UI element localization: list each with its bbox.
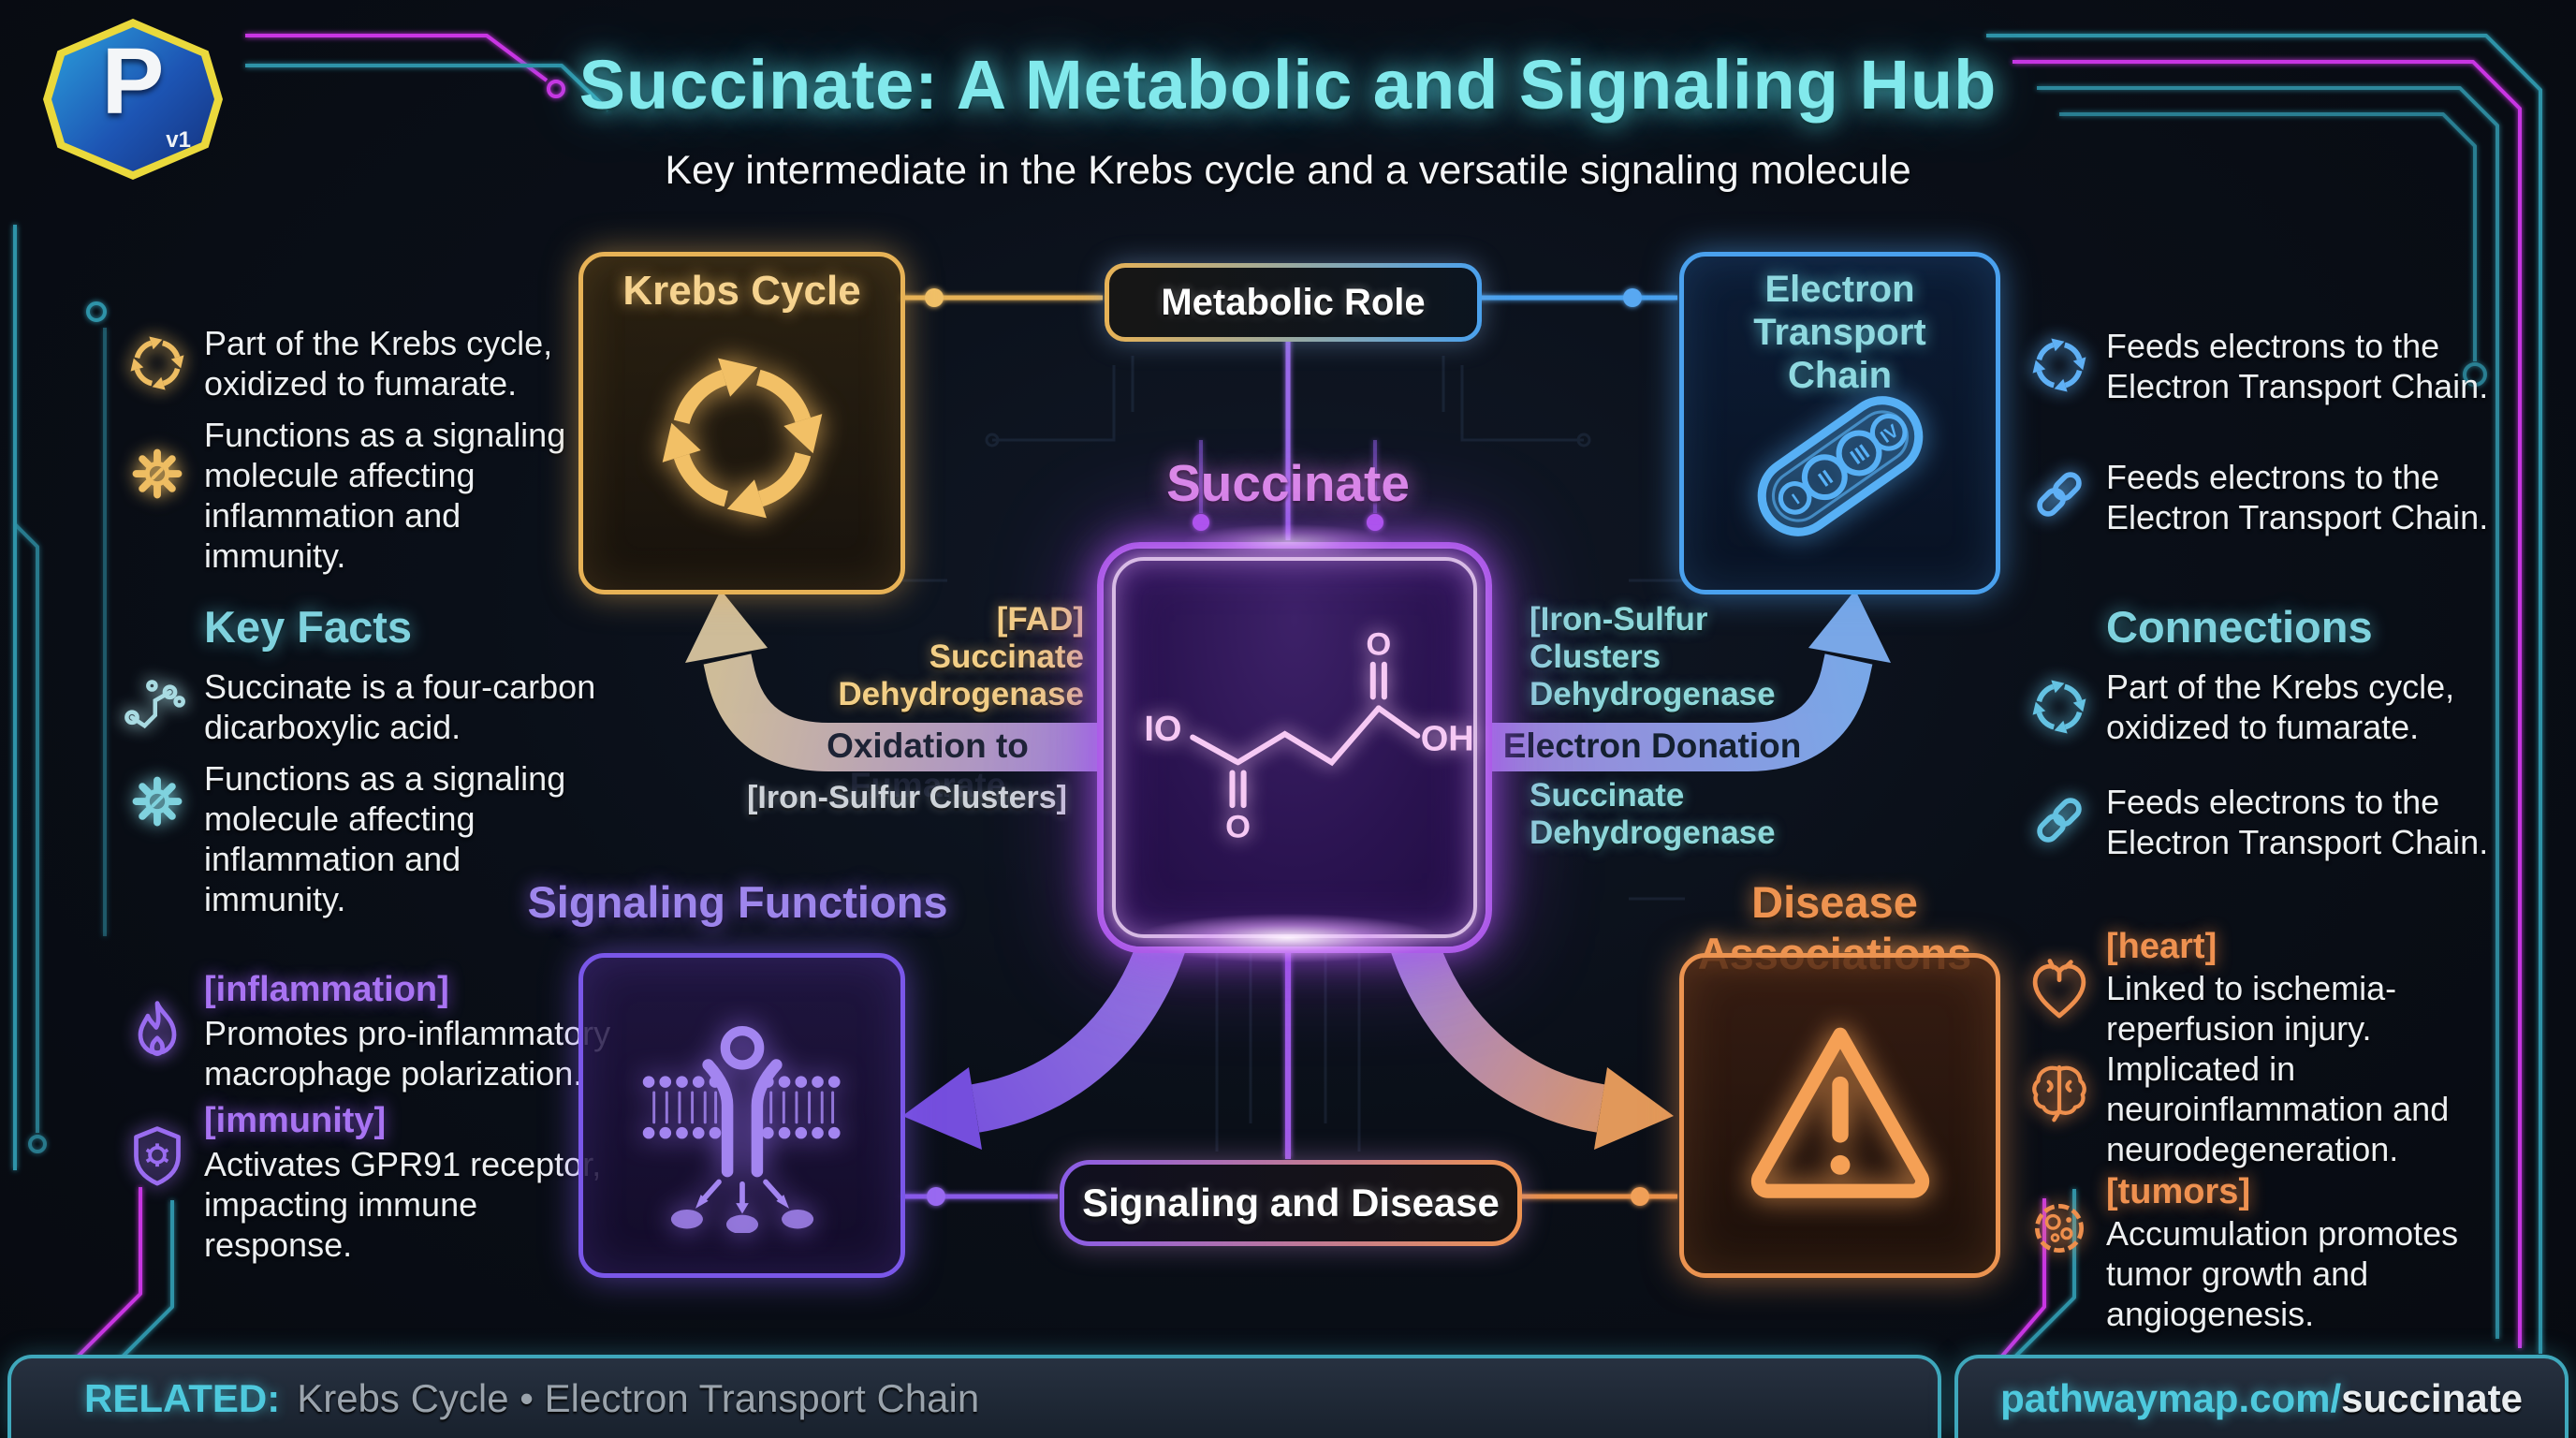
right-intro-item-text: Feeds electrons to the Electron Transpor…	[2106, 327, 2489, 405]
url-bar: pathwaymap.com/ succinate	[1954, 1355, 2569, 1438]
fad-label: [FAD]	[996, 601, 1084, 638]
inflammation-text: Promotes pro-inflammatory macrophage pol…	[204, 1014, 611, 1093]
immunity-text: Activates GPR91 receptor, impacting immu…	[204, 1145, 602, 1264]
iron-sulfur-note: [Iron-Sulfur Clusters]	[747, 780, 1067, 815]
connection-text: Part of the Krebs cycle, oxidized to fum…	[2106, 668, 2455, 746]
gpcr-receptor-icon	[625, 999, 859, 1233]
node-connectors	[900, 288, 1677, 1206]
succinate-molecule-node: IO O O OH	[1097, 542, 1492, 953]
connection-text: Feeds electrons to the Electron Transpor…	[2106, 783, 2489, 861]
key-facts-heading: Key Facts	[204, 602, 413, 652]
right-enzyme-line: Clusters	[1530, 638, 1661, 675]
molecule-o-top-label: O	[1366, 626, 1391, 662]
site-url-prefix[interactable]: pathwaymap.com/	[2000, 1375, 2342, 1420]
related-bar: RELATED: Krebs Cycle • Electron Transpor…	[7, 1355, 1941, 1438]
related-items: Krebs Cycle • Electron Transport Chain	[297, 1375, 980, 1420]
molecule-ho-label: IO	[1144, 710, 1181, 749]
logo-version: v1	[166, 127, 191, 153]
oxidation-process-label: Oxidation to Fumarate	[827, 726, 1029, 804]
logo-letter: P	[101, 29, 165, 134]
flame-icon	[124, 998, 191, 1065]
metabolic-role-label: Metabolic Role	[1161, 281, 1426, 323]
pathwaymap-logo: P v1	[43, 19, 223, 180]
electron-transport-chain-node: Electron Transport Chain	[1679, 252, 2000, 594]
molecule-icon	[124, 673, 191, 741]
site-url-page[interactable]: succinate	[2341, 1375, 2523, 1420]
cycle-icon	[2026, 673, 2093, 741]
right-enzyme2-line: Succinate	[1530, 777, 1685, 814]
pathway-arrows	[685, 590, 1891, 1150]
right-enzyme-line: [Iron-Sulfur	[1530, 601, 1708, 638]
left-enzyme-line: Dehydrogenase	[838, 676, 1084, 712]
left-intro-item-text: Functions as a signaling molecule affect…	[204, 416, 566, 575]
succinate-center-label: Succinate	[1166, 454, 1410, 512]
electron-donation-label: Electron Donation	[1502, 726, 1802, 765]
signaling-functions-node	[578, 953, 905, 1278]
connections-heading: Connections	[2106, 602, 2373, 652]
right-intro-item-text: Feeds electrons to the Electron Transpor…	[2106, 458, 2489, 536]
molecule-o-bottom-label: O	[1225, 810, 1251, 845]
circuit-traces	[891, 356, 1685, 1152]
gear-icon	[124, 440, 191, 507]
brain-icon	[2026, 1059, 2093, 1126]
signaling-and-disease-pill: Signaling and Disease	[1060, 1160, 1522, 1246]
krebs-cycle-node: Krebs Cycle	[578, 252, 905, 594]
chain-icon	[2026, 461, 2093, 528]
right-enzyme2-line: Dehydrogenase	[1530, 814, 1776, 851]
heart-tag: [heart]	[2106, 927, 2217, 966]
molecule-oh-label: OH	[1421, 719, 1472, 758]
right-enzyme-line: Dehydrogenase	[1530, 676, 1776, 712]
tumor-icon	[2026, 1195, 2093, 1262]
key-fact-text: Functions as a signaling molecule affect…	[204, 759, 566, 918]
key-fact-text: Succinate is a four-carbon dicarboxylic …	[204, 668, 596, 746]
cycle-icon	[124, 330, 191, 397]
related-label: RELATED:	[84, 1375, 281, 1420]
disease-associations-node	[1679, 953, 2000, 1278]
tumors-text: Accumulation promotes tumor growth and a…	[2106, 1214, 2459, 1333]
left-enzyme-line: Succinate	[929, 638, 1084, 675]
tumors-tag: [tumors]	[2106, 1172, 2251, 1211]
metabolic-role-pill: Metabolic Role	[1105, 263, 1482, 342]
left-intro-item-text: Part of the Krebs cycle, oxidized to fum…	[204, 324, 553, 403]
succinate-structure-icon: IO O O OH	[1144, 626, 1472, 845]
immunity-tag: [immunity]	[204, 1101, 387, 1140]
brain-text: Implicated in neuroinflammation and neur…	[2106, 1049, 2450, 1168]
krebs-cycle-label: Krebs Cycle	[622, 268, 861, 314]
chain-icon	[2026, 786, 2093, 854]
page-subtitle: Key intermediate in the Krebs cycle and …	[665, 148, 1911, 193]
signaling-and-disease-label: Signaling and Disease	[1082, 1181, 1500, 1225]
heart-text: Linked to ischemia-reperfusion injury.	[2106, 969, 2397, 1048]
page-title: Succinate: A Metabolic and Signaling Hub	[578, 46, 1998, 124]
signaling-functions-heading: Signaling Functions	[527, 877, 948, 927]
warning-triangle-icon	[1732, 1006, 1949, 1224]
cycle-icon	[2026, 331, 2093, 399]
krebs-cycle-icon	[641, 337, 843, 539]
gear-icon	[124, 768, 191, 835]
logo-hex-fill	[51, 27, 214, 171]
etc-complexes-icon	[1735, 361, 1945, 571]
shield-icon	[124, 1123, 191, 1191]
inflammation-tag: [inflammation]	[204, 970, 449, 1009]
etc-label: Electron Transport Chain	[1753, 269, 1926, 396]
